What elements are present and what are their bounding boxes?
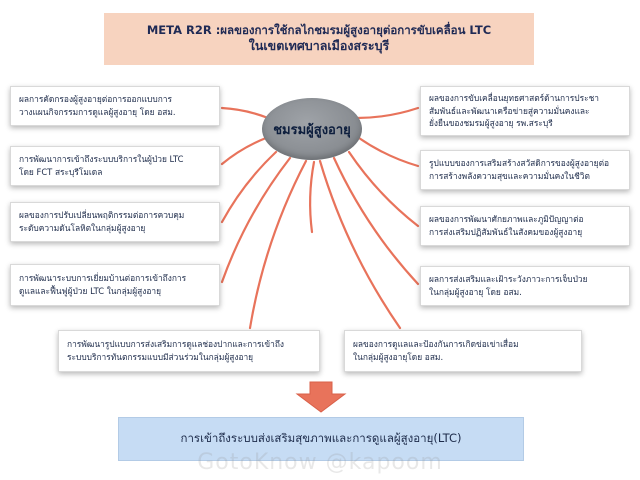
node-text: การพัฒนารูปแบบการส่งเสริมการดูแลช่องปากแ…: [67, 339, 284, 362]
ray-bottom-right: [318, 159, 402, 330]
node-text: ผลของการดูแลและป้องกันการเกิดข่อเข่าเสื่…: [353, 339, 519, 362]
node-text: ผลการคัดกรองผู้สูงอายุต่อการออกแบบการ วา…: [19, 94, 176, 117]
node-oral-care-dental: การพัฒนารูปแบบการส่งเสริมการดูแลช่องปากแ…: [58, 330, 320, 372]
node-text: รูปแบบของการเสริมสร้างสวัสดิการของผู้สูง…: [429, 158, 610, 181]
hub-label: ชมรมผู้สูงอายุ: [273, 122, 351, 138]
node-text: การพัฒนาการเข้าถึงระบบบริการในผู้ป่วย LT…: [19, 154, 184, 177]
node-text: การพัฒนาระบบการเยี่ยมบ้านต่อการเข้าถึงกา…: [19, 273, 187, 296]
node-ltc-access-fct: การพัฒนาการเข้าถึงระบบบริการในผู้ป่วย LT…: [10, 146, 220, 186]
result-label: การเข้าถึงระบบส่งเสริมสุขภาพและการดูแลผู…: [180, 431, 462, 445]
ray-left-4: [220, 156, 292, 284]
node-welfare-model: รูปแบบของการเสริมสร้างสวัสดิการของผู้สูง…: [420, 150, 630, 190]
ray-right-4: [332, 156, 420, 286]
node-behavior-blood-pressure: ผลของการปรับเปลี่ยนพฤติกรรมต่อการควบคุม …: [10, 202, 220, 242]
ray-center: [309, 160, 316, 234]
ray-left-3: [220, 150, 278, 224]
hub-elderly-club: ชมรมผู้สูงอายุ: [262, 98, 362, 160]
watermark-text: GotoKnow @kapoom: [197, 450, 443, 475]
ray-bottom-left: [248, 159, 308, 330]
ray-right-2: [357, 136, 420, 168]
ray-right-3: [347, 150, 420, 228]
title-line-2: ในเขตเทศบาลเมืองสระบุรี: [248, 38, 390, 54]
result-ltc-access: การเข้าถึงระบบส่งเสริมสุขภาพและการดูแลผู…: [118, 417, 524, 461]
node-illness-surveillance: ผลการส่งเสริมและเฝ้าระวังภาวะการเจ็บป่วย…: [420, 266, 630, 306]
node-text: ผลการส่งเสริมและเฝ้าระวังภาวะการเจ็บป่วย…: [429, 274, 588, 297]
node-text: ผลของการพัฒนาศักยภาพและภูมิปัญญาต่อ การส…: [429, 214, 584, 237]
diagram-title: META R2R :ผลของการใช้กลไกชมรมผู้สูงอายุต…: [104, 13, 534, 65]
node-wisdom-social-interaction: ผลของการพัฒนาศักยภาพและภูมิปัญญาต่อ การส…: [420, 206, 630, 246]
node-pr-strategy-network: ผลของการขับเคลื่อนยุทธศาสตร์ด้านการประชา…: [420, 86, 630, 136]
down-arrow-icon: [295, 381, 347, 413]
node-text: ผลของการขับเคลื่อนยุทธศาสตร์ด้านการประชา…: [429, 93, 599, 129]
node-text: ผลของการปรับเปลี่ยนพฤติกรรมต่อการควบคุม …: [19, 210, 185, 233]
ray-right-1: [355, 106, 420, 120]
ray-left-1: [220, 106, 270, 120]
node-knee-osteoarthritis: ผลของการดูแลและป้องกันการเกิดข่อเข่าเสื่…: [344, 330, 582, 372]
node-screening-activity-planning: ผลการคัดกรองผู้สูงอายุต่อการออกแบบการ วา…: [10, 86, 220, 126]
ray-left-2: [220, 136, 268, 166]
title-line-1: META R2R :ผลของการใช้กลไกชมรมผู้สูงอายุต…: [146, 22, 492, 37]
node-home-visit-system: การพัฒนาระบบการเยี่ยมบ้านต่อการเข้าถึงกา…: [10, 264, 220, 306]
